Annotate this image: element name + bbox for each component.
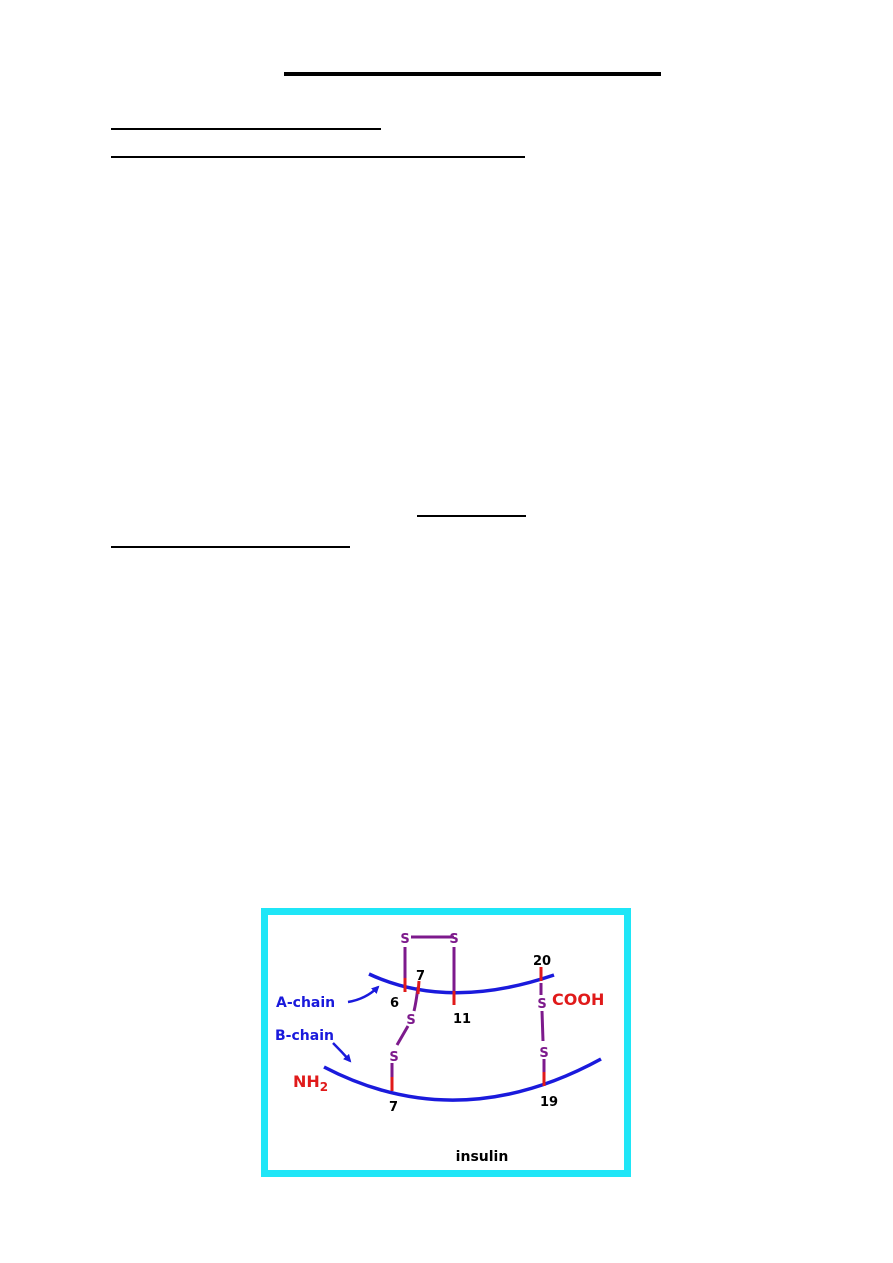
residue-number-a6: 6 <box>390 996 399 1011</box>
a-chain-strand <box>368 972 555 995</box>
heading-underline-3 <box>111 546 350 548</box>
a-chain-arrow <box>347 985 380 1004</box>
sulfur-label-top-left: S <box>400 932 409 947</box>
residue-number-b19: 19 <box>540 1095 558 1110</box>
residue-number-a7: 7 <box>416 969 425 984</box>
carboxyl-terminus-label: COOH <box>552 990 604 1009</box>
sulfur-label-a7: S <box>406 1013 415 1028</box>
sulfur-label-b7: S <box>389 1050 398 1065</box>
insulin-figure: S S S S S S A-chain B-chain NH2 COOH 6 7… <box>261 908 631 1177</box>
figure-caption: insulin <box>456 1149 509 1165</box>
title-underline <box>284 72 661 76</box>
b-chain-strand <box>323 1057 602 1102</box>
sulfur-label-b19: S <box>539 1046 548 1061</box>
heading-underline-1 <box>111 128 381 130</box>
residue-number-a11: 11 <box>453 1012 471 1027</box>
heading-underline-2 <box>111 156 525 158</box>
disulfide-link-a20-b19 <box>540 1010 545 1042</box>
residue-number-a20: 20 <box>533 954 551 969</box>
disulfide-link-a7-b7-mid <box>395 1025 410 1046</box>
b-chain-label: B-chain <box>275 1028 334 1044</box>
residue-number-b7: 7 <box>389 1100 398 1115</box>
residue-tick-a7 <box>416 980 421 995</box>
sulfur-label-top-right: S <box>449 932 458 947</box>
sulfur-label-a20: S <box>537 997 546 1012</box>
amino-terminus-label: NH2 <box>293 1072 328 1094</box>
insulin-diagram: S S S S S S A-chain B-chain NH2 COOH 6 7… <box>275 932 604 1165</box>
a-chain-label: A-chain <box>276 995 335 1011</box>
b-chain-arrow <box>332 1042 352 1063</box>
section-underline <box>417 515 526 517</box>
